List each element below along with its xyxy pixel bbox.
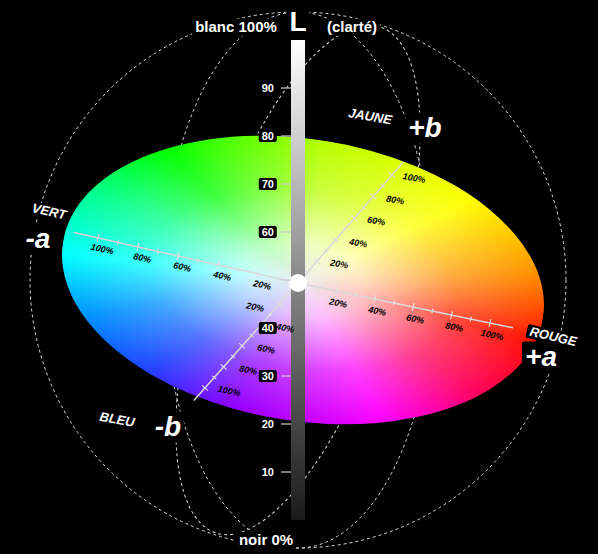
axis-tick (97, 234, 99, 242)
axis-tick (257, 270, 259, 278)
axis-tick (381, 184, 385, 187)
axis-tick (355, 293, 356, 298)
axis-tick (250, 334, 254, 337)
axis-tick (389, 172, 395, 177)
origin-dot (289, 274, 307, 292)
axis-tick (217, 261, 219, 269)
axis-tick (197, 258, 198, 263)
axis-tick (362, 206, 366, 209)
axis-title: blanc 100% (192, 19, 280, 36)
axis-tick (370, 194, 376, 199)
axis-tick (231, 355, 235, 358)
axis-line (74, 233, 298, 283)
lightness-value: 40 (259, 322, 277, 334)
lightness-value: 60 (259, 226, 277, 238)
axis-tick (277, 276, 278, 281)
axis-tick (239, 343, 245, 348)
axis-sign: +b (405, 113, 444, 144)
axis-tick (489, 319, 491, 327)
axis-tick (157, 249, 158, 254)
lightness-value: 30 (259, 370, 277, 382)
lightness-value: 90 (259, 82, 277, 94)
axis-tick (177, 252, 179, 260)
axis-name: JAUNE (344, 106, 396, 129)
axis-name: VERT (28, 200, 71, 223)
axis-tick (137, 243, 139, 251)
axis-tick (314, 259, 320, 264)
axis-tick (306, 271, 310, 274)
axis-tick (374, 295, 376, 303)
lightness-tick (281, 183, 291, 184)
lightness-value: 80 (259, 130, 277, 142)
lightness-tick (281, 231, 291, 232)
lightness-tick (281, 87, 291, 88)
lightness-tick (281, 423, 291, 424)
axis-tick (412, 303, 414, 311)
lightness-value: 10 (259, 466, 277, 478)
axis-tick (276, 301, 282, 306)
axis-line (298, 162, 403, 283)
axis-tick (351, 216, 357, 221)
axis-sign: -a (23, 224, 54, 255)
axis-tick (221, 364, 227, 369)
axis-name: BLEU (95, 409, 138, 430)
axis-tick (268, 313, 272, 316)
axis-tick (202, 385, 208, 390)
axis-sign: -b (152, 412, 184, 443)
axis-line (298, 283, 513, 328)
axis-tick (393, 301, 394, 306)
sphere-outline (30, 12, 566, 548)
axis-tick (212, 376, 216, 379)
axis-sign: +a (522, 342, 560, 373)
axis-title: noir 0% (236, 532, 296, 549)
axis-title: (clarté) (324, 19, 380, 36)
axis-tick (451, 311, 453, 319)
lightness-tick (281, 375, 291, 376)
axis-tick (324, 249, 328, 252)
axis-letter: L (286, 7, 309, 38)
axis-tick (432, 309, 433, 314)
lightness-tick (281, 471, 291, 472)
axis-tick (287, 292, 291, 295)
lightness-value: 70 (259, 178, 277, 190)
axis-tick (333, 237, 339, 242)
axis-line (194, 283, 298, 401)
axis-tick (470, 317, 471, 322)
axis-tick (317, 285, 318, 290)
lightness-tick (281, 279, 291, 280)
lightness-value: 20 (259, 418, 277, 430)
axis-tick (237, 267, 238, 272)
lightness-tick (281, 135, 291, 136)
axis-tick (343, 227, 347, 230)
axis-tick (336, 287, 338, 295)
axis-tick (117, 240, 118, 245)
